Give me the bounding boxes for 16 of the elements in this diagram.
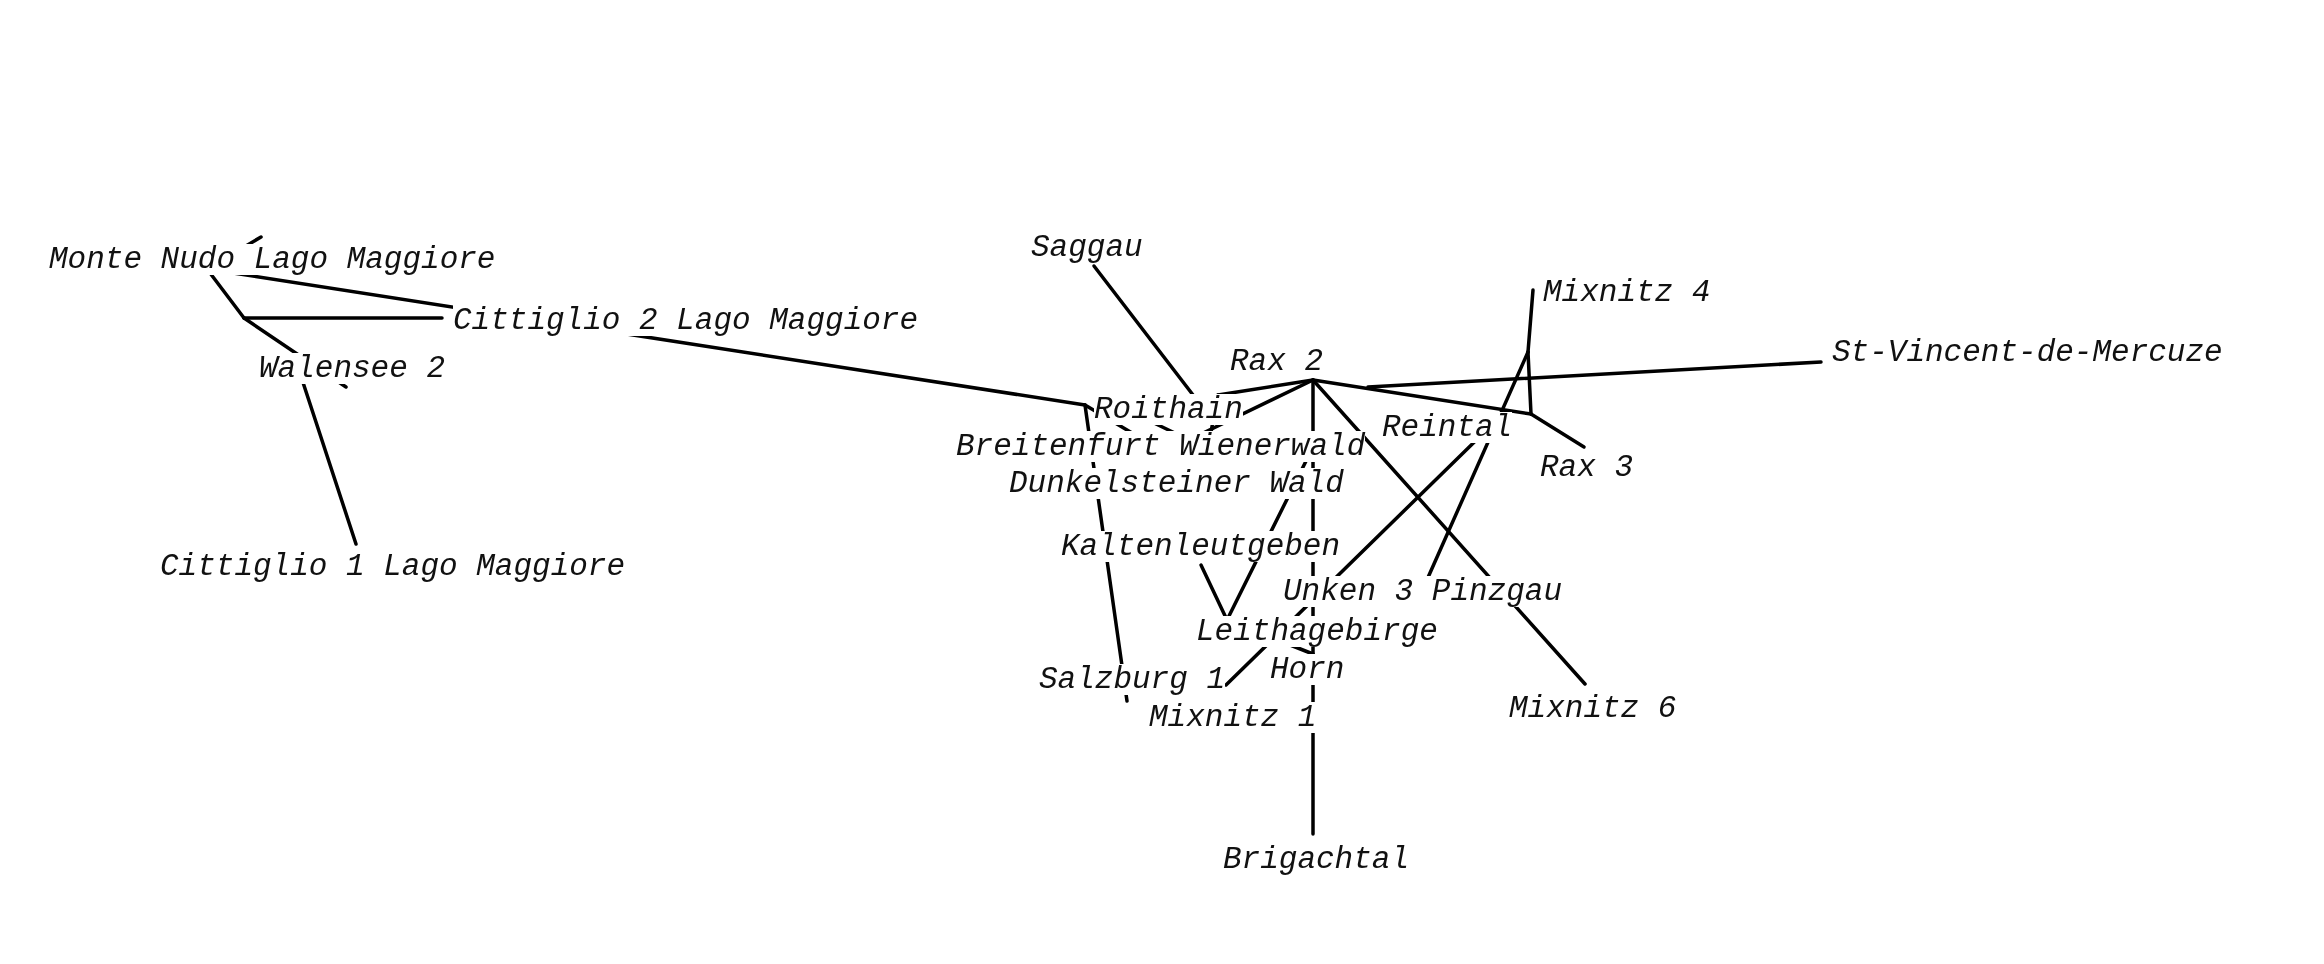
- leaf-label: Breitenfurt Wienerwald: [956, 431, 1366, 462]
- leaf-label: Leithagebirge: [1196, 616, 1438, 647]
- leaf-label: Cittiglio 1 Lago Maggiore: [160, 551, 626, 582]
- leaf-label: Monte Nudo Lago Maggiore: [49, 244, 496, 275]
- leaf-label: Cittiglio 2 Lago Maggiore: [453, 305, 919, 336]
- leaf-label: Kaltenleutgeben: [1061, 531, 1341, 562]
- leaf-label: Salzburg 1: [1039, 664, 1226, 695]
- leaf-label: Walensee 2: [259, 353, 446, 384]
- leaf-label: Roithain: [1094, 394, 1243, 425]
- leaf-label: Mixnitz 1: [1149, 702, 1317, 733]
- leaf-label: Horn: [1270, 654, 1345, 685]
- leaf-label: Dunkelsteiner Wald: [1009, 468, 1344, 499]
- leaf-label: Unken 3 Pinzgau: [1283, 576, 1563, 607]
- leaf-label: Reintal: [1382, 412, 1513, 443]
- leaf-label: Brigachtal: [1223, 844, 1410, 875]
- leaf-label: Saggau: [1031, 232, 1143, 263]
